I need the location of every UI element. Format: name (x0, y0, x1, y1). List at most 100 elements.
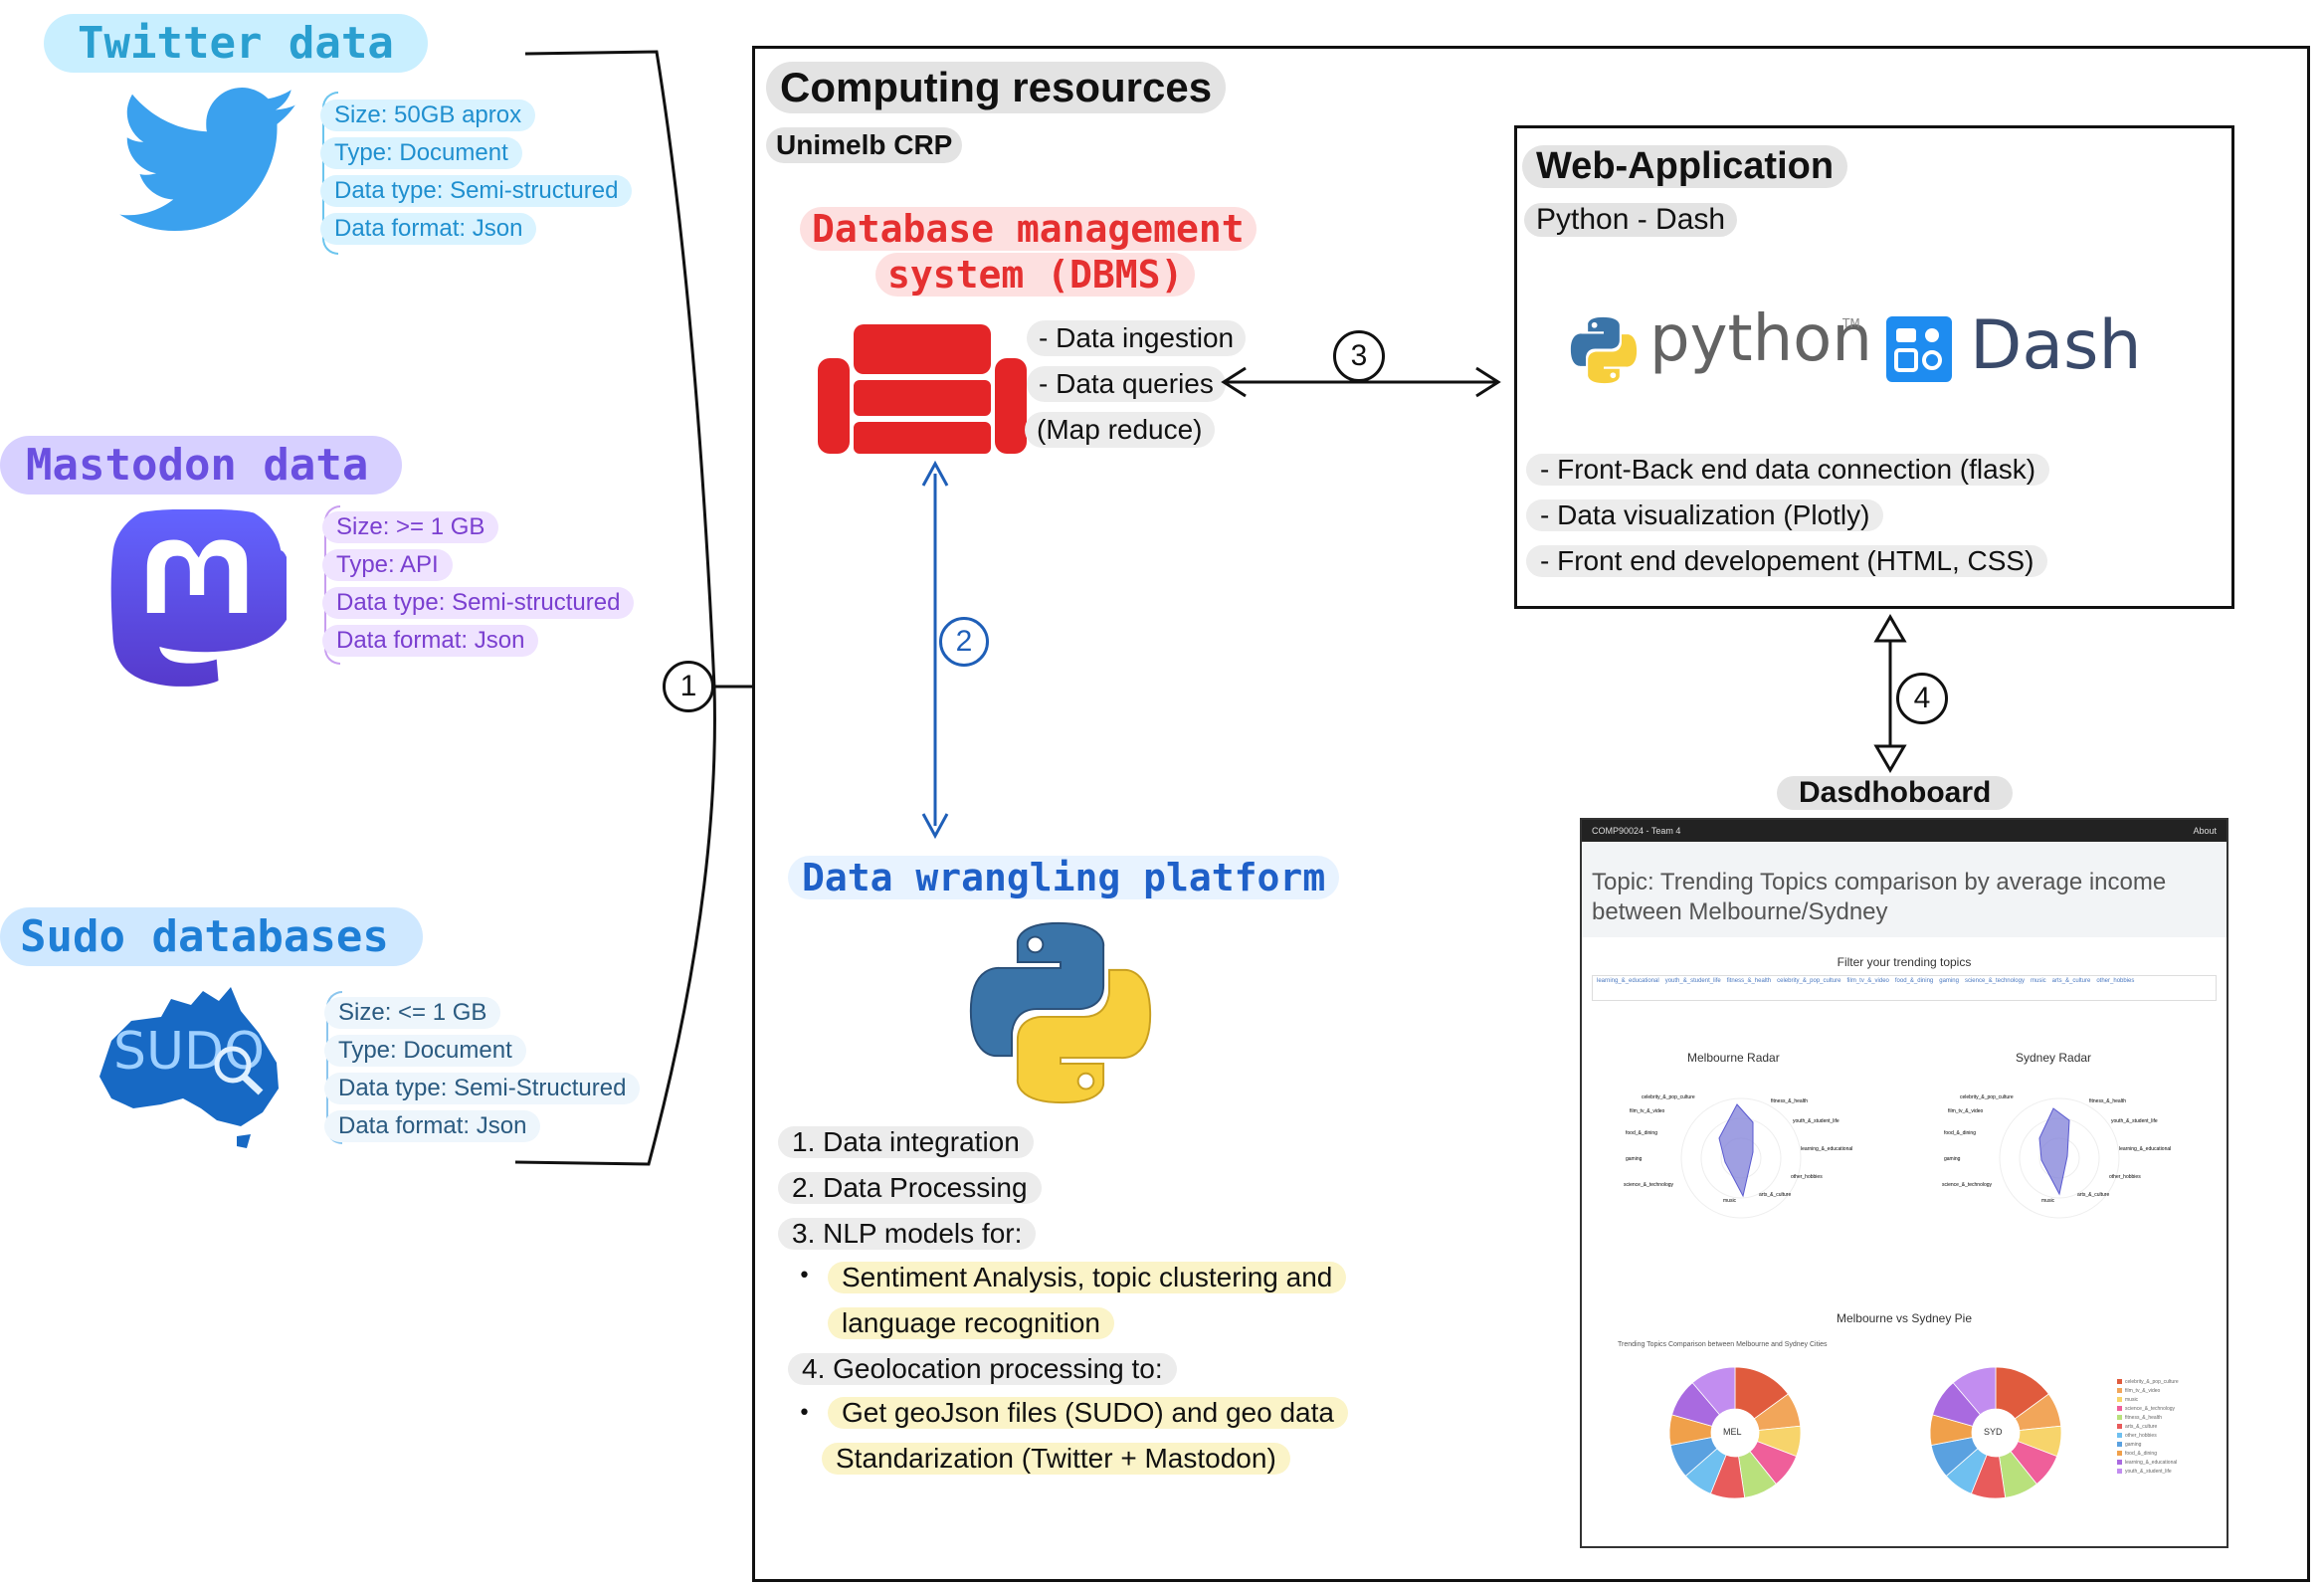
bullet-dot: • (798, 1401, 811, 1426)
radar-axis-label: science_&_technology (1624, 1182, 1674, 1188)
legend-item: learning_&_educational (2117, 1458, 2217, 1467)
filter-tag[interactable]: learning_&_educational (1597, 978, 1659, 984)
mastodon-icon (107, 508, 292, 698)
radar-axis-label: celebrity_&_pop_culture (1960, 1094, 2014, 1100)
filter-tag[interactable]: science_&_technology (1964, 978, 2025, 984)
sudo-databases-title: Sudo databases (0, 907, 423, 966)
twitter-attr-type: Type: Document (320, 137, 522, 169)
sudo-attr-type: Type: Document (324, 1035, 526, 1067)
radar-axis-label: other_hobbies (1791, 1174, 1823, 1180)
wrangling-item-nlp: 3. NLP models for: (778, 1218, 1037, 1250)
step-4-circle: 4 (1896, 673, 1948, 724)
legend-label: other_hobbies (2125, 1432, 2157, 1439)
radar-axis-label: gaming (1626, 1156, 1643, 1162)
legend-item: other_hobbies (2117, 1431, 2217, 1440)
mastodon-data-title: Mastodon data (0, 436, 403, 495)
dashboard-topbar-title: COMP90024 - Team 4 (1592, 826, 1681, 836)
filter-tag[interactable]: youth_&_student_life (1664, 978, 1721, 984)
sydney-radar-title: Sydney Radar (2016, 1051, 2092, 1065)
radar-axis-label: arts_&_culture (1759, 1192, 1791, 1198)
radar-axis-label: film_tv_&_video (1630, 1108, 1665, 1114)
radar-axis-label: science_&_technology (1942, 1182, 1993, 1188)
radar-axis-label: food_&_dining (1626, 1130, 1657, 1136)
sudo-attr-format: Data format: Json (324, 1110, 541, 1142)
legend-item: arts_&_culture (2117, 1422, 2217, 1431)
legend-label: music (2125, 1396, 2139, 1403)
dashboard-topic: Topic: Trending Topics comparison by ave… (1592, 869, 2167, 925)
twitter-attr-format: Data format: Json (320, 213, 537, 245)
radar-axis-label: celebrity_&_pop_culture (1642, 1094, 1695, 1100)
wrangling-geo-detail-2: Standarization (Twitter + Mastodon) (822, 1443, 1290, 1475)
radar-axis-label: film_tv_&_video (1948, 1108, 1984, 1114)
filter-tag[interactable]: arts_&_culture (2051, 978, 2091, 984)
radar-axis-label: fitness_&_health (2089, 1098, 2126, 1104)
legend-swatch (2117, 1388, 2122, 1393)
step-3-circle: 3 (1333, 330, 1385, 382)
legend-label: arts_&_culture (2125, 1423, 2158, 1430)
filter-tag[interactable]: celebrity_&_pop_culture (1777, 978, 1841, 984)
radar-axis-label: learning_&_educational (2119, 1146, 2171, 1152)
step-2-circle: 2 (939, 617, 989, 667)
legend-swatch (2117, 1442, 2122, 1447)
mastodon-attr-size: Size: >= 1 GB (322, 511, 499, 543)
dashboard-topbar: COMP90024 - Team 4 About (1582, 820, 2227, 842)
mastodon-attr-format: Data format: Json (322, 625, 539, 657)
web-application-title: Web-Application (1522, 145, 1848, 188)
legend-label: learning_&_educational (2125, 1459, 2178, 1466)
filter-tag[interactable]: gaming (1939, 978, 1959, 984)
webapp-item-frontend: - Front end developement (HTML, CSS) (1526, 545, 2048, 577)
legend-swatch (2117, 1433, 2122, 1438)
legend-label: fitness_&_health (2125, 1414, 2162, 1421)
legend-item: gaming (2117, 1440, 2217, 1449)
python-tm: TM (1842, 316, 1860, 330)
legend-swatch (2117, 1424, 2122, 1429)
radar-axis-label: arts_&_culture (2077, 1192, 2109, 1198)
legend-swatch (2117, 1379, 2122, 1384)
mastodon-attr-datatype: Data type: Semi-structured (322, 587, 635, 619)
filter-tag[interactable]: food_&_dining (1894, 978, 1934, 984)
wrangling-nlp-detail-2: language recognition (828, 1307, 1114, 1339)
legend-label: film_tv_&_video (2125, 1387, 2161, 1394)
dash-logo-icon (1886, 316, 1952, 382)
dbms-title-line1: Database management (800, 207, 1257, 251)
radar-axis-label: food_&_dining (1944, 1130, 1976, 1136)
filter-tag[interactable]: fitness_&_health (1726, 978, 1772, 984)
couchdb-sofa-icon (818, 324, 1027, 454)
melbourne-radar-title: Melbourne Radar (1687, 1051, 1780, 1065)
dashboard-label: Dasdhoboard (1777, 776, 2014, 810)
sydney-pie-chart (1929, 1366, 2062, 1499)
data-wrangling-title: Data wrangling platform (788, 856, 1340, 899)
pie-subtitle: Trending Topics Comparison between Melbo… (1618, 1341, 1828, 1348)
sudo-australia-icon: SUDO (92, 981, 290, 1150)
pie-section-title: Melbourne vs Sydney Pie (1836, 1311, 1973, 1325)
legend-item: science_&_technology (2117, 1404, 2217, 1413)
filter-tag[interactable]: music (2030, 978, 2046, 984)
legend-item: youth_&_student_life (2117, 1467, 2217, 1476)
legend-item: food_&_dining (2117, 1449, 2217, 1458)
sydney-radar-chart: celebrity_&_pop_culture fitness_&_health… (1942, 1094, 2171, 1219)
twitter-attr-datatype: Data type: Semi-structured (320, 175, 633, 207)
legend-swatch (2117, 1406, 2122, 1411)
radar-axis-label: youth_&_student_life (1793, 1118, 1840, 1124)
wrangling-nlp-detail-1: Sentiment Analysis, topic clustering and (828, 1262, 1347, 1293)
wrangling-item-geolocation: 4. Geolocation processing to: (788, 1353, 1177, 1385)
melbourne-radar-chart: celebrity_&_pop_culture fitness_&_health… (1624, 1094, 1852, 1219)
dashboard-screenshot: COMP90024 - Team 4 About Topic: Trending… (1580, 818, 2228, 1548)
filter-tag[interactable]: film_tv_&_video (1846, 978, 1889, 984)
dashboard-filter-title: Filter your trending topics (1837, 955, 1972, 969)
wrangling-item-integration: 1. Data integration (778, 1126, 1034, 1158)
legend-item: fitness_&_health (2117, 1413, 2217, 1422)
wrangling-item-processing: 2. Data Processing (778, 1172, 1042, 1204)
python-wordmark: python (1649, 302, 1872, 376)
mastodon-attr-type: Type: API (322, 549, 453, 581)
filter-tag[interactable]: other_hobbies (2096, 978, 2135, 984)
legend-label: celebrity_&_pop_culture (2125, 1378, 2179, 1385)
twitter-bird-icon (117, 88, 302, 237)
dbms-item-ingestion: - Data ingestion (1027, 320, 1247, 356)
dashboard-filter-box[interactable]: learning_&_educational youth_&_student_l… (1592, 975, 2217, 1001)
radar-axis-label: fitness_&_health (1771, 1098, 1808, 1104)
dashboard-topic-panel: Topic: Trending Topics comparison by ave… (1582, 842, 2227, 937)
legend-label: gaming (2125, 1441, 2142, 1448)
dashboard-topbar-about[interactable]: About (2193, 826, 2217, 836)
